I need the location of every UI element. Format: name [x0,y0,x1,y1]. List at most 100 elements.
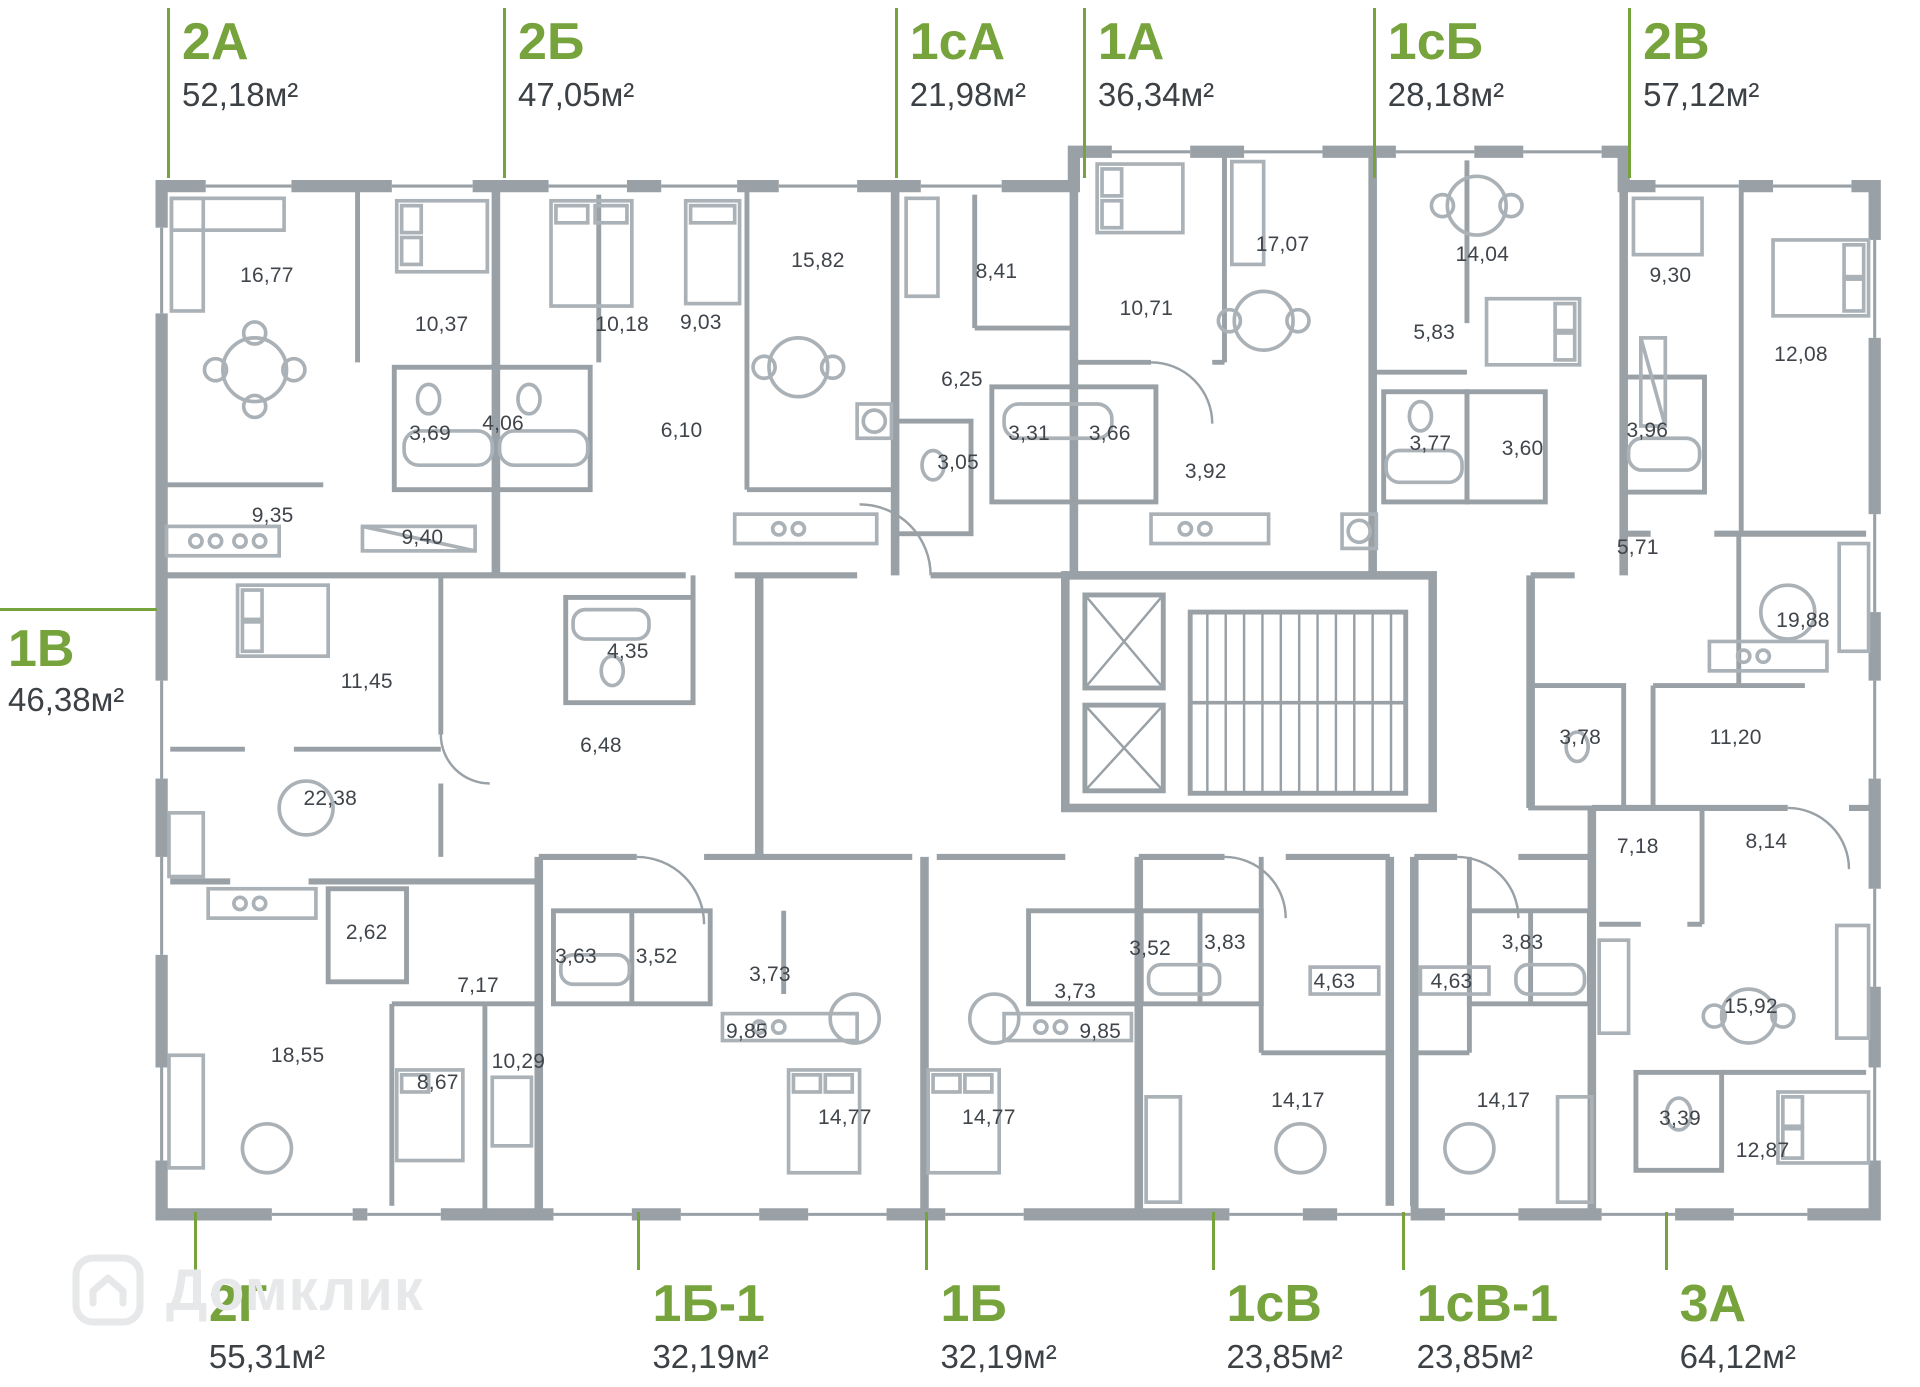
room-area-label: 10,71 [1119,297,1174,321]
label-tick-line [1372,8,1376,178]
door-arcs [439,361,1851,925]
room-area-label: 4,63 [1313,969,1356,993]
room-area-label: 12,08 [1774,343,1828,367]
apartment-type: 2В [1643,13,1710,71]
apartment-type: 1В [8,620,75,678]
apartment-type: 2А [182,13,249,71]
room-area-label: 18,55 [270,1043,325,1067]
room-area-label: 3,60 [1501,437,1544,461]
apartment-type: 1сА [909,13,1006,71]
label-tick-line [0,608,157,611]
room-area-label: 7,17 [457,974,499,998]
room-area-label: 3,96 [1626,419,1669,443]
stairs [1187,609,1409,796]
apartment-area: 57,12м² [1643,76,1760,113]
room-area-label: 14,77 [962,1105,1016,1129]
room-area-label: 12,87 [1735,1139,1790,1163]
apartment-area: 46,38м² [8,681,125,718]
apartment-type: 3А [1679,1275,1747,1333]
label-tick-line [1628,8,1632,178]
apartment-area: 55,31м² [208,1338,326,1375]
furniture-layer [164,159,1871,1204]
apartment-area: 21,98м² [909,76,1026,113]
label-tick-line [193,1212,197,1270]
room-area-label: 3,39 [1659,1107,1701,1131]
room-area-label: 4,35 [606,639,649,663]
label-tick-line [503,8,507,178]
label-tick-line [925,1212,929,1270]
apartment-area: 23,85м² [1416,1338,1533,1375]
apartment-type: 1Б-1 [652,1275,765,1333]
room-area-label: 8,14 [1745,829,1788,853]
room-area-label: 9,85 [726,1019,768,1043]
room-area-label: 3,31 [1008,422,1050,446]
room-area-label: 3,73 [1054,979,1097,1003]
room-area-label: 22,38 [303,786,358,810]
apartment-type: 1сВ [1226,1275,1322,1333]
room-area-label: 3,77 [1409,431,1452,455]
room-area-label: 5,83 [1413,320,1456,344]
room-area-label: 10,29 [491,1050,546,1074]
room-area-label: 7,18 [1616,835,1659,859]
room-area-label: 4,06 [482,412,524,436]
room-area-label: 15,92 [1724,994,1778,1018]
apartment-type: 1Б [940,1275,1007,1333]
apartment-type: 1А [1097,13,1165,71]
apartment-type: 2Б [518,13,585,71]
room-area-label: 9,85 [1079,1019,1121,1043]
watermark-text: Домклик [166,1257,424,1323]
label-tick-line [894,8,898,178]
room-area-label: 3,63 [555,945,597,969]
room-area-label: 3,78 [1559,725,1601,749]
label-tick-line [1082,8,1086,178]
room-area-label: 9,03 [679,311,722,335]
apartment-area: 28,18м² [1387,76,1505,113]
label-tick-line [1664,1212,1668,1270]
label-tick-line [1401,1212,1405,1270]
room-area-label: 9,40 [401,526,444,550]
room-area-label: 14,04 [1455,243,1510,267]
room-area-label: 3,66 [1088,422,1131,446]
room-area-label: 14,17 [1476,1089,1531,1113]
room-area-label: 3,92 [1184,459,1227,483]
room-area-label: 11,20 [1709,725,1762,749]
apartment-area: 32,19м² [940,1338,1057,1375]
room-area-label: 11,45 [340,670,393,694]
room-area-label: 3,52 [635,945,678,969]
elevators [1082,592,1166,794]
apartment-area: 52,18м² [182,76,299,113]
room-area-label: 14,17 [1271,1089,1325,1113]
apartment-area: 47,05м² [518,76,635,113]
walls-layer [155,145,1881,1221]
room-area-label: 6,10 [660,419,703,443]
room-area-label: 3,52 [1129,936,1171,960]
domclick-house-icon [72,1254,144,1326]
window-glass-lines [160,150,1877,1216]
label-tick-line [637,1212,641,1270]
label-tick-line [1211,1212,1215,1270]
room-area-label: 3,73 [749,963,791,987]
room-area-label: 6,25 [941,368,983,392]
stair-core [1061,571,1437,813]
room-area-label: 17,07 [1255,233,1310,257]
room-area-label: 10,18 [595,312,649,336]
room-area-label: 14,77 [818,1105,872,1129]
apartment-area: 32,19м² [652,1338,769,1375]
room-area-label: 16,77 [240,264,294,287]
room-area-label: 8,67 [416,1071,459,1095]
room-area-label: 3,69 [409,422,451,446]
watermark: Домклик [70,1252,424,1328]
apartment-type: 1сВ-1 [1416,1275,1559,1333]
room-area-label: 2,62 [345,921,388,945]
apartment-label: 1В 46,38м² [0,608,170,716]
room-area-label: 19,88 [1776,609,1830,633]
room-area-label: 4,63 [1430,969,1473,993]
room-area-label: 8,41 [975,259,1018,283]
room-area-label: 9,30 [1649,264,1692,287]
apartment-area: 36,34м² [1097,76,1215,113]
room-area-label: 15,82 [791,248,845,272]
apartment-area: 23,85м² [1226,1338,1343,1375]
